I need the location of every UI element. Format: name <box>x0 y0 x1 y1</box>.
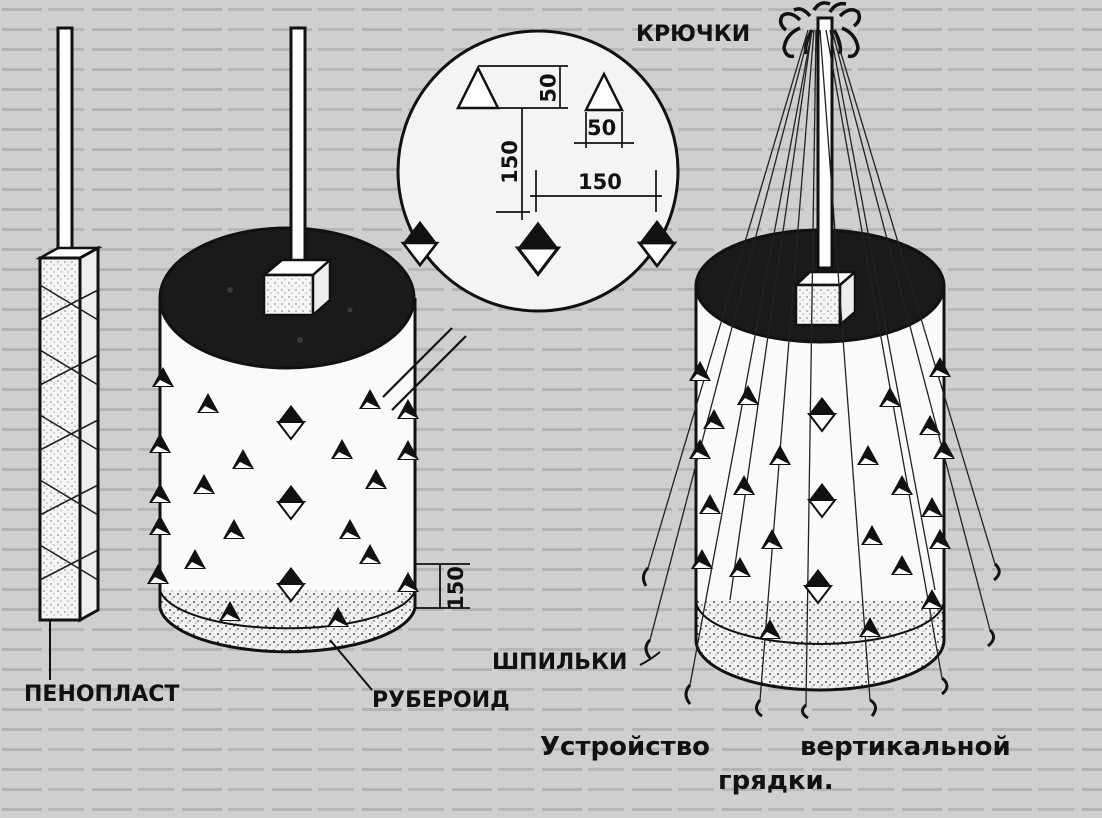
triangle-base-dimension: 50 <box>587 116 617 140</box>
hooks-label: КРЮЧКИ <box>636 22 751 47</box>
caption-word-bed: грядки. <box>718 766 834 796</box>
horizontal-spacing-dimension: 150 <box>578 170 622 194</box>
triangle-height-dimension: 50 <box>536 73 561 103</box>
garden-cylinder-right <box>639 1 1001 720</box>
caption-word-device: Устройство <box>540 732 711 762</box>
detail-magnifier <box>396 29 680 313</box>
roofing-label: РУБЕРОИД <box>372 688 510 713</box>
foam-column <box>35 26 103 680</box>
caption-word-vertical: вертикальной <box>800 732 1011 762</box>
bottom-offset-dimension: 150 <box>443 566 468 610</box>
pins-label: ШПИЛЬКИ <box>492 650 628 675</box>
garden-cylinder-left <box>147 26 470 654</box>
roofing-leader <box>329 639 373 691</box>
vertical-spacing-dimension: 150 <box>497 140 522 184</box>
foam-label: ПЕНОПЛАСТ <box>24 682 180 707</box>
